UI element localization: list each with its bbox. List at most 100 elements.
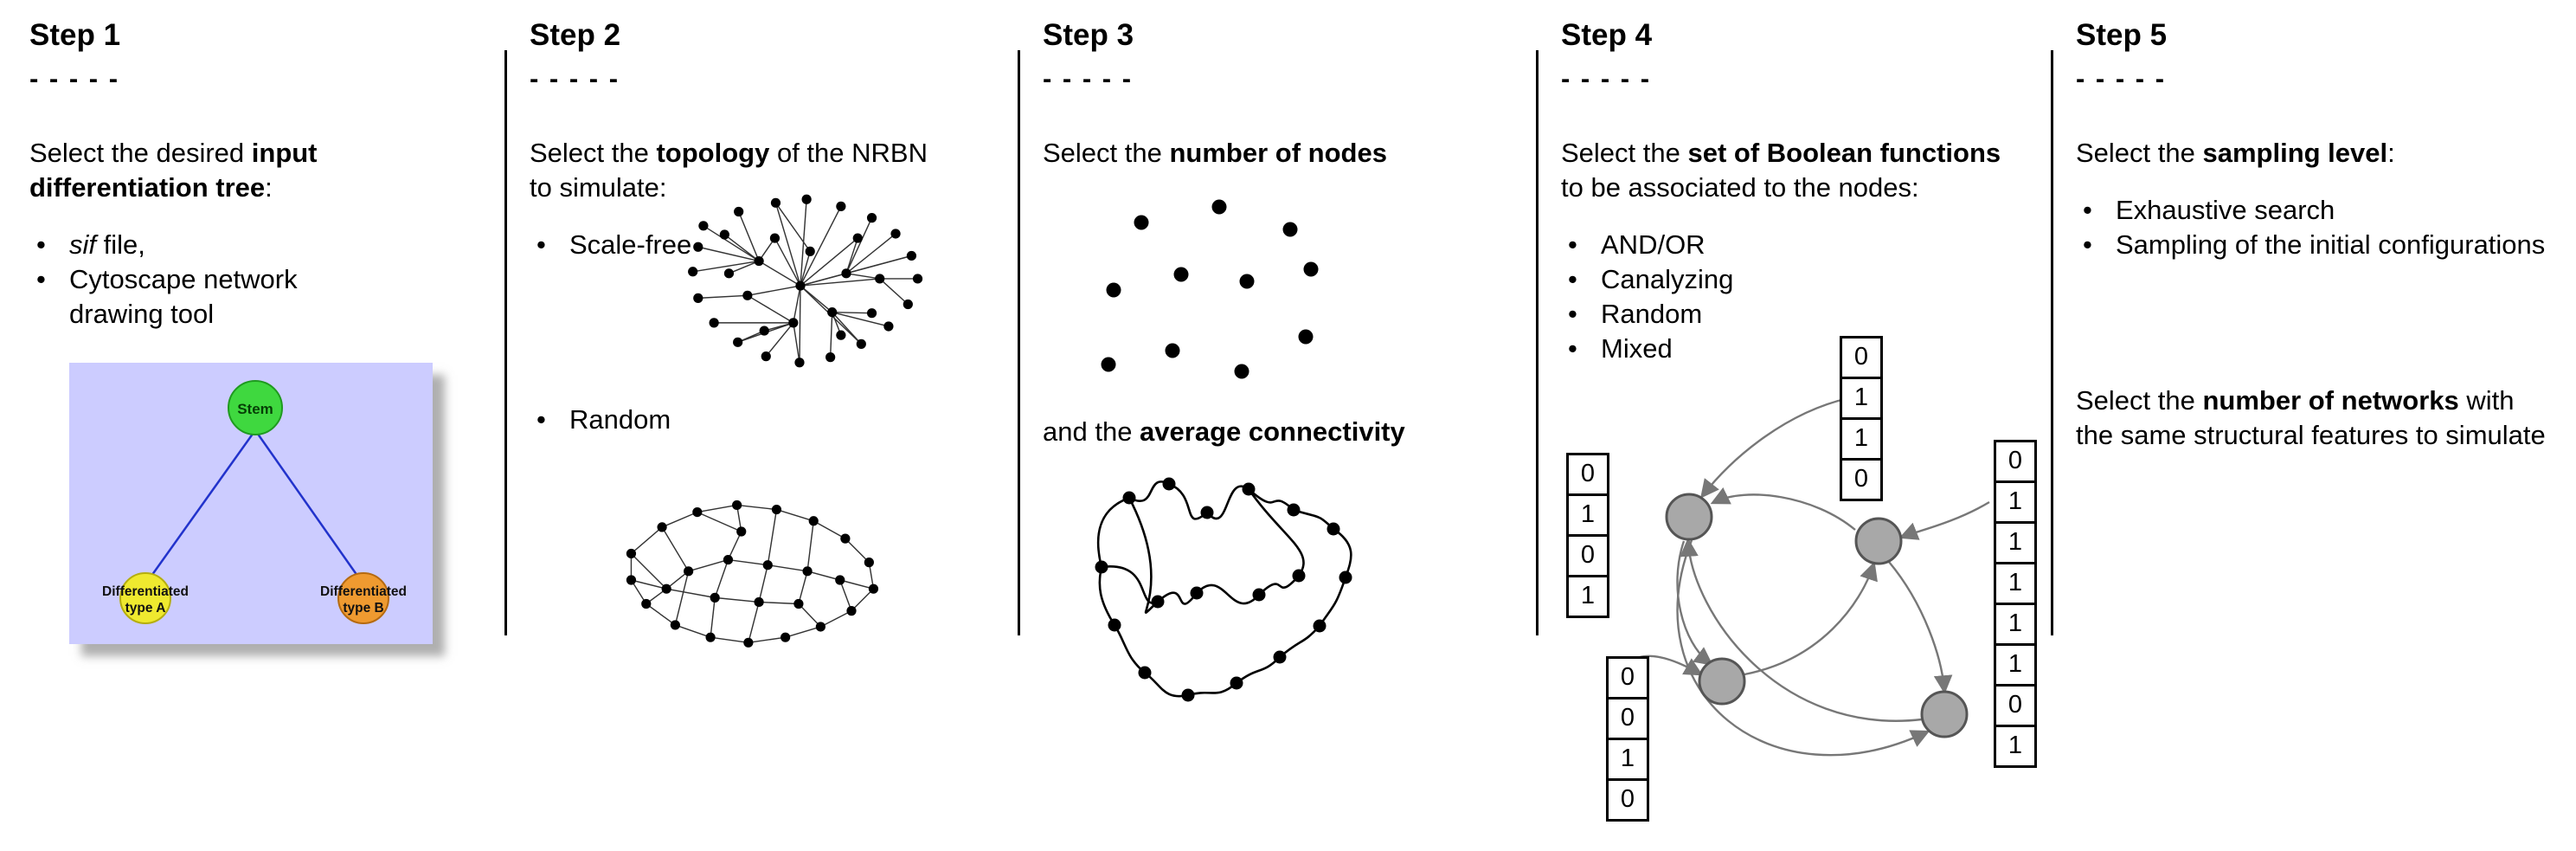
- truth-table-cell: 0: [1994, 440, 2037, 483]
- network-node: [657, 522, 667, 532]
- network-node: [825, 352, 836, 363]
- network-node: [1665, 493, 1713, 541]
- network-node: [1134, 215, 1149, 230]
- step-4-title: Step 4: [1561, 18, 1653, 52]
- step-5-options: • Exhaustive search • Sampling of the in…: [2076, 193, 2566, 262]
- network-node: [1122, 491, 1136, 505]
- network-edge: [839, 579, 874, 590]
- network-node: [1101, 357, 1116, 372]
- network-edge: [832, 312, 862, 345]
- truth-table-cell: 1: [1994, 480, 2037, 524]
- network-edge: [767, 509, 778, 565]
- bullet-marker: •: [2083, 195, 2092, 226]
- text-run: sampling level: [2202, 138, 2388, 169]
- step-4-options: • AND/OR • Canalyzing • Random • Mixed: [1561, 228, 2044, 366]
- network-curve: [1096, 496, 1130, 568]
- network-node: [788, 318, 799, 328]
- network-node: [841, 268, 851, 279]
- network-node: [852, 233, 863, 243]
- differentiation-tree-svg: Stem Differentiated type A Differentiate…: [69, 363, 433, 645]
- graph-arrow: [1898, 500, 1990, 540]
- bullet-marker: •: [36, 264, 46, 295]
- column-divider: [2051, 50, 2053, 635]
- network-node: [688, 267, 698, 277]
- network-node: [723, 268, 735, 279]
- network-node: [661, 583, 671, 594]
- network-edge: [631, 579, 667, 590]
- text-run: with the same structural features to sim…: [2076, 385, 2546, 451]
- network-edge: [800, 206, 842, 287]
- differentiation-tree-illustration: Stem Differentiated type A Differentiate…: [69, 363, 433, 645]
- network-node: [1252, 588, 1266, 602]
- graph-arrow: [1700, 396, 1849, 499]
- bullet-text: Sampling of the initial configurations: [2116, 228, 2566, 262]
- network-edge: [747, 285, 801, 297]
- step-3-instruction: Select the number of nodes: [1043, 136, 1529, 171]
- step-5-panel: Step 5 - - - - - Select the sampling lev…: [2053, 16, 2573, 851]
- network-node: [1327, 522, 1340, 536]
- network-node: [840, 533, 851, 544]
- bullet-marker: •: [1568, 299, 1577, 330]
- network-node: [761, 351, 771, 362]
- network-node: [1313, 619, 1327, 633]
- truth-table-cell: 1: [1840, 377, 1883, 420]
- bullet-text: AND/OR: [1601, 228, 2044, 262]
- bullet-text: Scale-free: [569, 228, 1011, 262]
- network-node: [1920, 690, 1969, 738]
- network-node: [836, 201, 846, 211]
- network-node: [1854, 517, 1903, 565]
- network-node: [1273, 650, 1287, 664]
- step-1-dashes: - - - - -: [29, 63, 120, 94]
- truth-table-cell: 1: [1994, 603, 2037, 646]
- network-edge: [697, 511, 742, 532]
- network-edge: [806, 571, 840, 581]
- network-node: [1165, 343, 1180, 358]
- stem-node: [228, 380, 283, 436]
- truth-table-cell: 0: [1606, 778, 1649, 822]
- text-run: number of networks: [2202, 385, 2459, 416]
- truth-table-cell: 1: [1994, 643, 2037, 687]
- network-node: [733, 337, 743, 347]
- text-run: Random: [1601, 299, 1703, 330]
- bullet-marker: •: [536, 229, 546, 261]
- network-node: [1242, 482, 1256, 496]
- bullet-marker: •: [1568, 333, 1577, 364]
- network-curve: [1187, 682, 1237, 697]
- network-edge: [832, 311, 890, 327]
- network-edge: [776, 508, 814, 522]
- network-edge: [674, 571, 690, 626]
- network-node: [1230, 676, 1243, 690]
- truth-table-cell: 0: [1606, 656, 1649, 699]
- graph-arrow: [1676, 539, 1930, 757]
- network-node: [754, 596, 764, 608]
- network-edge: [728, 558, 768, 566]
- network-edge: [758, 260, 801, 287]
- network-edge: [723, 234, 760, 262]
- network-edge: [800, 251, 811, 287]
- bullet-text: Cytoscape network drawing tool: [69, 262, 346, 332]
- network-curve: [1248, 488, 1294, 512]
- network-edge: [851, 588, 874, 612]
- list-item: • Canalyzing: [1561, 262, 2044, 297]
- network-edge: [845, 233, 896, 274]
- network-node: [835, 575, 845, 585]
- network-edge: [666, 588, 716, 599]
- network-node: [1106, 282, 1121, 298]
- text-run: Mixed: [1601, 333, 1673, 364]
- network-edge: [748, 602, 760, 643]
- network-edge: [845, 237, 858, 274]
- text-run: :: [265, 172, 273, 203]
- network-edge: [661, 511, 698, 528]
- network-edge: [738, 211, 760, 261]
- network-node: [890, 229, 901, 239]
- network-node: [866, 213, 877, 223]
- step-5-title: Step 5: [2076, 18, 2168, 52]
- network-edge: [793, 285, 801, 324]
- network-node: [723, 554, 734, 565]
- bullet-marker: •: [2083, 229, 2092, 261]
- network-edge: [798, 603, 821, 628]
- network-node: [743, 637, 754, 648]
- list-item: • Random: [530, 403, 1011, 437]
